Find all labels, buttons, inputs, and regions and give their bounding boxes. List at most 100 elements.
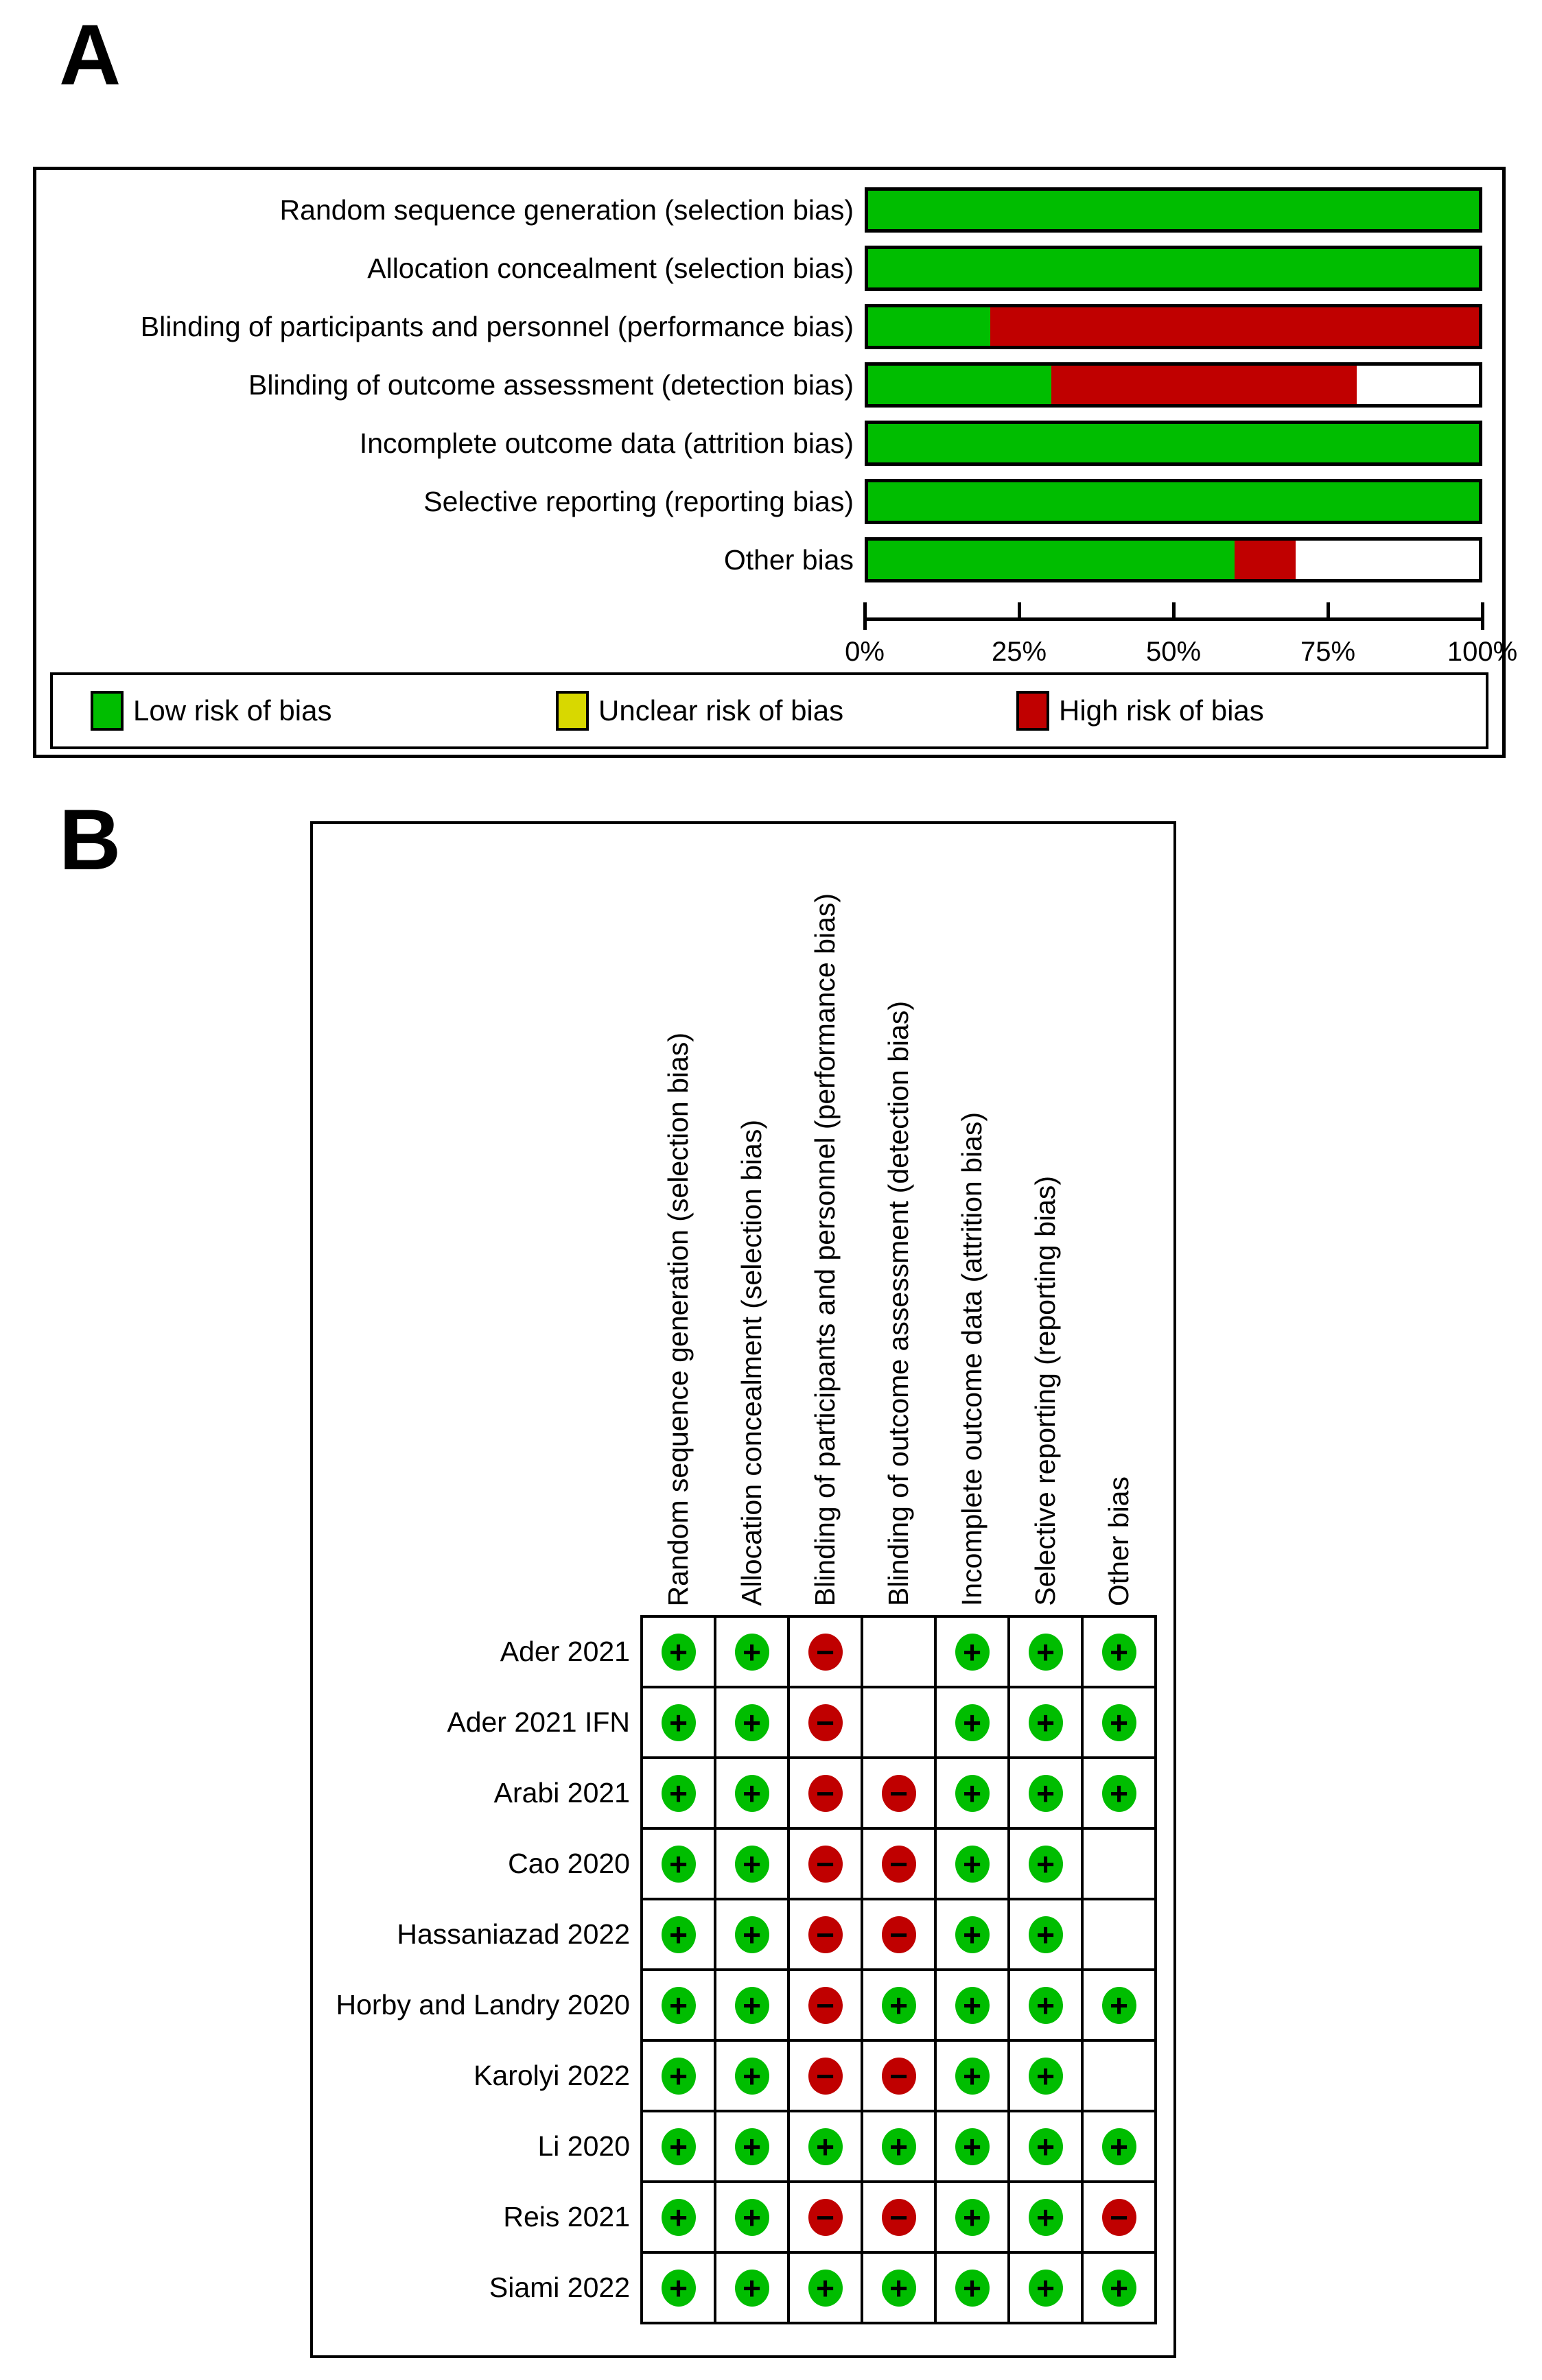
- judgement-symbol: +: [1036, 2058, 1055, 2094]
- bar-segment-low: [868, 424, 1479, 462]
- column-header-text: Allocation concealment (selection bias): [735, 1120, 767, 1606]
- judgement-symbol: +: [963, 1634, 981, 1670]
- judgement-symbol: +: [1036, 1916, 1055, 1953]
- judgement-symbol: +: [743, 1916, 761, 1953]
- judgement-symbol: −: [889, 1916, 908, 1953]
- judgement-cell: [1082, 2040, 1156, 2111]
- judgement-cell: −: [862, 2040, 935, 2111]
- judgement-cell: +: [1009, 2111, 1082, 2182]
- judgement-grid: ++−+++++−+++++−−+++++−−++++−−++++−++++++…: [640, 1615, 1157, 2324]
- judgement-low-icon: +: [661, 1704, 696, 1741]
- column-header: Allocation concealment (selection bias): [715, 845, 788, 1606]
- bias-domain-label: Incomplete outcome data (attrition bias): [359, 427, 854, 459]
- judgement-low-icon: +: [1101, 1986, 1136, 2024]
- judgement-symbol: −: [816, 1634, 834, 1670]
- judgement-cell: +: [935, 1758, 1009, 1828]
- judgement-cell: −: [862, 1899, 935, 1970]
- judgement-high-icon: −: [808, 1916, 843, 1953]
- bias-domain-label: Random sequence generation (selection bi…: [279, 193, 854, 226]
- judgement-low-icon: +: [808, 2269, 843, 2307]
- judgement-symbol: −: [816, 1846, 834, 1882]
- judgement-cell: +: [642, 2040, 715, 2111]
- judgement-symbol: +: [1110, 1634, 1128, 1670]
- study-label: Li 2020: [537, 2130, 630, 2162]
- judgement-cell: +: [715, 1899, 788, 1970]
- axis-tick-label: 50%: [1145, 637, 1202, 667]
- judgement-low-icon: +: [661, 1986, 696, 2024]
- legend-item-unclear: Unclear risk of bias: [556, 675, 843, 746]
- judgement-low-icon: +: [734, 1633, 769, 1671]
- judgement-low-icon: +: [734, 1704, 769, 1741]
- legend-swatch-high-icon: [1016, 691, 1049, 731]
- judgement-symbol: +: [963, 2058, 981, 2094]
- judgement-cell: −: [862, 1758, 935, 1828]
- column-header: Incomplete outcome data (attrition bias): [935, 845, 1009, 1606]
- bias-domain-label: Other bias: [723, 543, 854, 576]
- judgement-cell: +: [642, 2252, 715, 2323]
- risk-of-bias-summary-panel: Random sequence generation (selection bi…: [310, 821, 1176, 2358]
- judgement-cell: +: [1082, 1970, 1156, 2040]
- bias-domain-label: Allocation concealment (selection bias): [367, 252, 854, 284]
- study-label: Reis 2021: [503, 2201, 630, 2232]
- judgement-symbol: +: [1036, 2270, 1055, 2306]
- judgement-low-icon: +: [1028, 2128, 1063, 2165]
- judgement-symbol: +: [963, 1775, 981, 1811]
- judgement-cell: −: [788, 1616, 862, 1687]
- judgement-cell: +: [1009, 1758, 1082, 1828]
- axis-tick: [863, 602, 867, 630]
- judgement-cell: +: [715, 1616, 788, 1687]
- judgement-cell: +: [715, 2182, 788, 2252]
- judgement-symbol: +: [963, 2128, 981, 2165]
- judgement-low-icon: +: [955, 2128, 990, 2165]
- judgement-symbol: +: [743, 2270, 761, 2306]
- judgement-low-icon: +: [661, 1916, 696, 1953]
- judgement-low-icon: +: [734, 1845, 769, 1883]
- judgement-low-icon: +: [734, 2128, 769, 2165]
- judgement-high-icon: −: [881, 2198, 916, 2236]
- judgement-low-icon: +: [661, 1633, 696, 1671]
- judgement-cell: +: [715, 1828, 788, 1899]
- judgement-cell: +: [862, 2252, 935, 2323]
- judgement-cell: +: [862, 2111, 935, 2182]
- judgement-symbol: +: [963, 2199, 981, 2235]
- judgement-symbol: −: [816, 2058, 834, 2094]
- axis-tick-label: 0%: [845, 637, 885, 667]
- judgement-cell: +: [935, 2111, 1009, 2182]
- judgement-cell: +: [642, 1970, 715, 2040]
- stacked-bar: [865, 187, 1482, 233]
- judgement-cell: +: [642, 1616, 715, 1687]
- judgement-symbol: −: [889, 1846, 908, 1882]
- judgement-high-icon: −: [1101, 2198, 1136, 2236]
- judgement-cell: +: [935, 2040, 1009, 2111]
- judgement-low-icon: +: [1101, 2269, 1136, 2307]
- judgement-low-icon: +: [734, 1916, 769, 1953]
- judgement-cell: +: [715, 1970, 788, 2040]
- column-header-text: Blinding of outcome assessment (detectio…: [882, 1001, 914, 1606]
- judgement-symbol: +: [1036, 1634, 1055, 1670]
- judgement-high-icon: −: [808, 1845, 843, 1883]
- judgement-cell: +: [935, 1970, 1009, 2040]
- judgement-low-icon: +: [1028, 1774, 1063, 1812]
- judgement-symbol: −: [816, 1916, 834, 1953]
- stacked-bar: [865, 537, 1482, 582]
- judgement-low-icon: +: [955, 2198, 990, 2236]
- judgement-symbol: +: [816, 2128, 834, 2165]
- judgement-cell: +: [1082, 1616, 1156, 1687]
- stacked-bar: [865, 304, 1482, 349]
- column-header-text: Other bias: [1102, 1476, 1134, 1606]
- panel-a-letter: A: [59, 8, 121, 103]
- judgement-low-icon: +: [661, 1774, 696, 1812]
- judgement-high-icon: −: [881, 1774, 916, 1812]
- axis-tick-label: 25%: [991, 637, 1047, 667]
- judgement-symbol: −: [816, 2199, 834, 2235]
- judgement-symbol: −: [889, 2199, 908, 2235]
- judgement-symbol: +: [743, 1775, 761, 1811]
- legend-swatch-unclear-icon: [556, 691, 589, 731]
- judgement-cell: +: [642, 2111, 715, 2182]
- judgement-low-icon: +: [661, 2057, 696, 2095]
- judgement-cell: +: [715, 2252, 788, 2323]
- judgement-symbol: +: [1036, 2128, 1055, 2165]
- judgement-cell: +: [935, 1899, 1009, 1970]
- judgement-cell: −: [788, 2182, 862, 2252]
- judgement-low-icon: +: [1028, 1704, 1063, 1741]
